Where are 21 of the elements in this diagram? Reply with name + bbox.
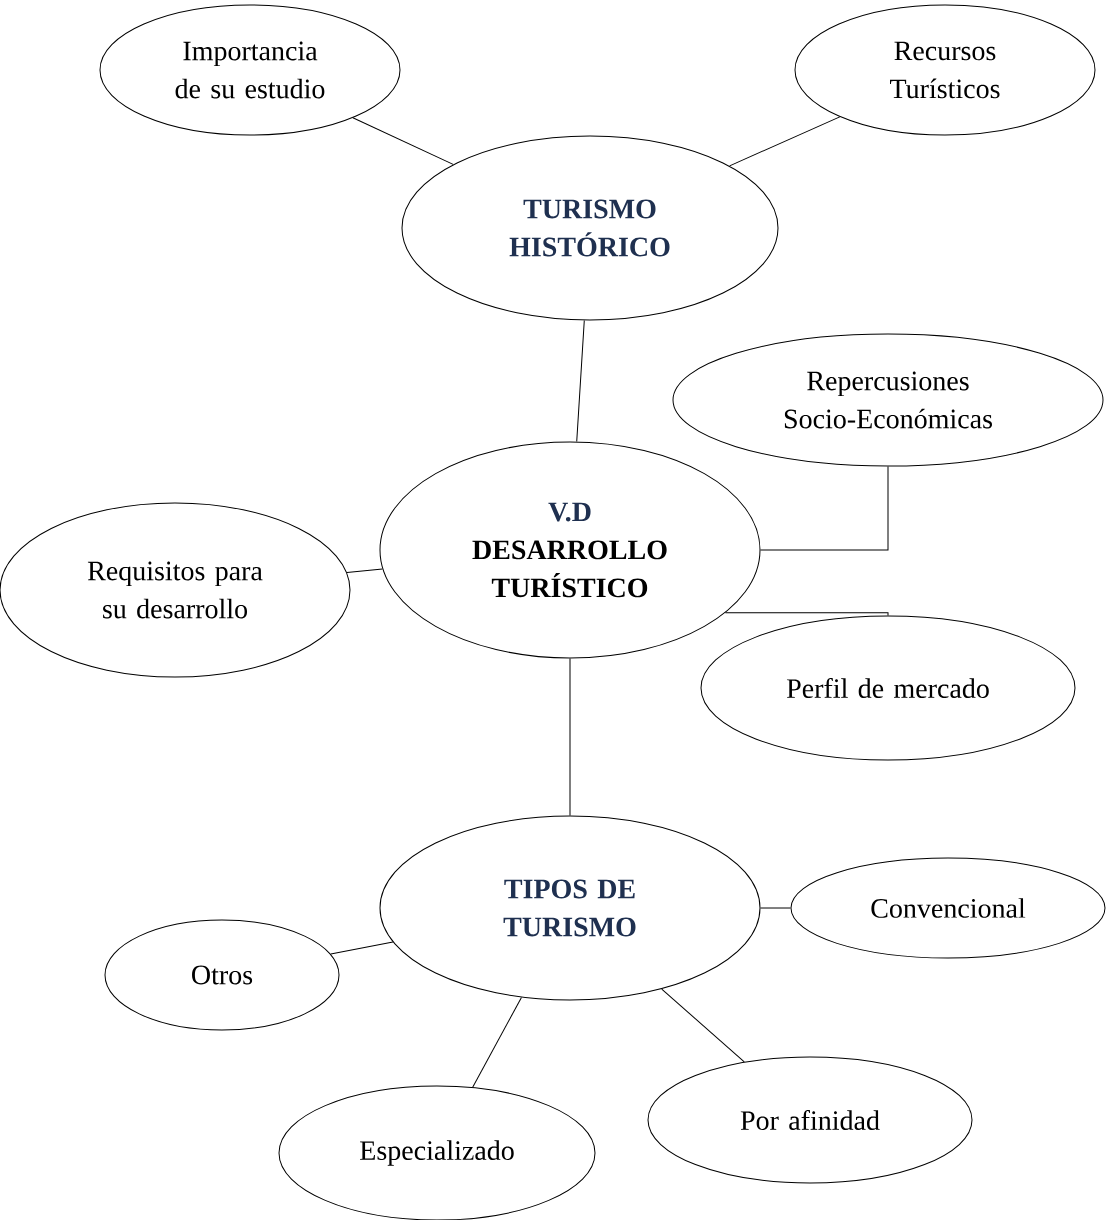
- ellipse-node: Recursos Turísticos: [794, 4, 1096, 136]
- connector-line: [352, 117, 454, 165]
- connector-line: [729, 116, 841, 167]
- connector-line: [760, 466, 889, 551]
- ellipse-node: Repercusiones Socio-Económicas: [672, 333, 1104, 467]
- connector-line: [346, 568, 383, 574]
- ellipse-node: Convencional: [790, 857, 1106, 959]
- ellipse-node: Importancia de su estudio: [99, 4, 401, 136]
- ellipse-node: Perfil de mercado: [700, 615, 1076, 761]
- connector-line: [472, 996, 522, 1088]
- ellipse-node: Por afinidad: [647, 1056, 973, 1184]
- connector-line: [760, 907, 791, 909]
- connector-line: [569, 658, 571, 816]
- ellipse-node: TURISMO HISTÓRICO: [401, 135, 779, 321]
- ellipse-node: TIPOS DE TURISMO: [379, 815, 761, 1001]
- connector-line: [576, 319, 585, 443]
- connector-line: [330, 941, 394, 955]
- connector-line: [724, 612, 889, 616]
- ellipse-node: V.D DESARROLLO TURÍSTICO: [379, 441, 761, 659]
- ellipse-node: Otros: [104, 919, 340, 1031]
- connector-line: [661, 988, 745, 1063]
